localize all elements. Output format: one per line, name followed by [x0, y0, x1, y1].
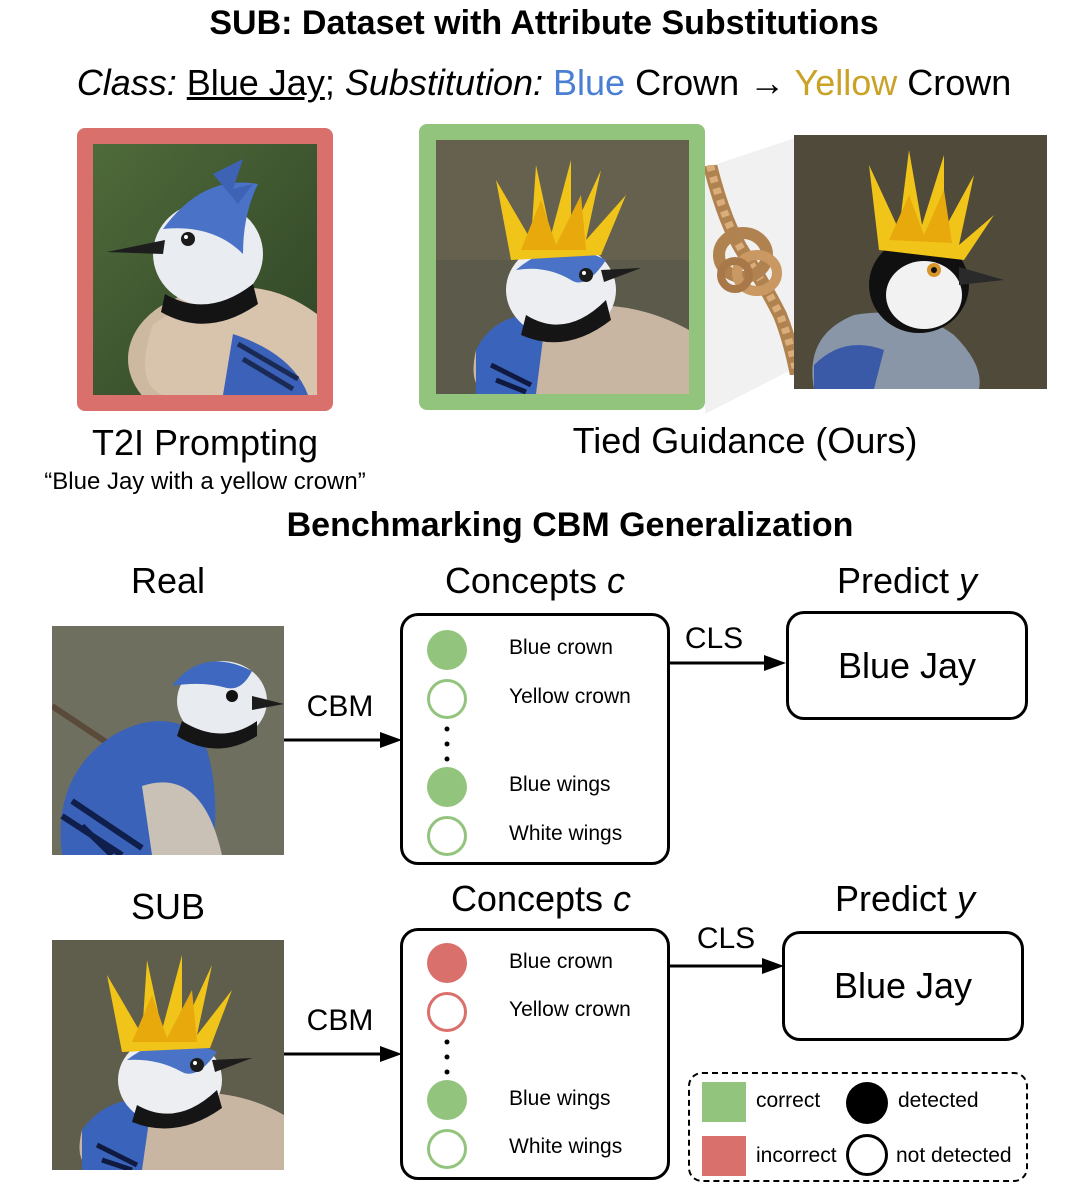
tied-bird-image [436, 140, 689, 394]
row1-concept-3-marker [427, 816, 467, 856]
row1-real-bird-image [52, 626, 284, 855]
row2-sub-bird-image [52, 940, 284, 1170]
row2-predict-header: Predict y [784, 878, 1026, 920]
rope-knot-icon [703, 163, 804, 377]
row1-ellipsis [443, 724, 451, 769]
row1-predict-word: Predict [836, 560, 950, 601]
t2i-caption: T2I Prompting [91, 422, 319, 463]
substitution-arrow: → [749, 62, 786, 103]
t2i-bird-image [93, 144, 317, 395]
row2-concept-1-label: Yellow crown [509, 998, 631, 1021]
to-part: Crown [907, 62, 1012, 103]
row1-input-label: Real [130, 560, 206, 601]
t2i-prompt: “Blue Jay with a yellow crown” [44, 468, 366, 495]
row1-concept-3-label: White wings [509, 822, 623, 845]
row1-concepts-word: Concepts [444, 560, 598, 601]
substitution-line: Class: Blue Jay; Substitution: Blue Crow… [0, 62, 1088, 104]
legend-box: correct incorrect detected not detected [688, 1072, 1028, 1182]
bench-title: Benchmarking CBM Generalization [286, 506, 854, 544]
row1-concept-0-label: Blue crown [509, 636, 613, 659]
row1-concepts-box: Blue crown Yellow crown Blue wings White… [400, 613, 670, 865]
row2-concepts-word: Concepts [450, 878, 604, 919]
legend-correct-label: correct [756, 1089, 821, 1112]
row2-cls-arrow [670, 956, 784, 981]
row2-cls-label: CLS [696, 922, 756, 955]
row1-concepts-var: c [607, 560, 626, 601]
from-color-word: Blue [553, 62, 626, 103]
legend-correct-swatch [702, 1082, 746, 1122]
from-part: Crown [635, 62, 740, 103]
row2-concept-0-marker [427, 943, 467, 983]
row2-concept-2-marker [427, 1080, 467, 1120]
tied-caption: Tied Guidance (Ours) [572, 420, 918, 461]
row1-cls-label: CLS [684, 622, 744, 655]
row2-cbm-label: CBM [306, 1004, 374, 1037]
row1-cbm-label: CBM [306, 690, 374, 723]
row1-concept-2-marker [427, 767, 467, 807]
class-label: Class: [76, 62, 177, 103]
row1-cls-arrow [670, 653, 786, 678]
page-title: SUB: Dataset with Attribute Substitution… [209, 4, 879, 42]
row2-concept-3-marker [427, 1129, 467, 1169]
row2-concepts-box: Blue crown Yellow crown Blue wings White… [400, 928, 670, 1180]
row2-predict-word: Predict [834, 878, 948, 919]
legend-incorrect-swatch [702, 1136, 746, 1176]
row2-concept-3-label: White wings [509, 1135, 623, 1158]
row2-ellipsis [443, 1037, 451, 1082]
row1-concept-1-label: Yellow crown [509, 685, 631, 708]
row2-cbm-arrow [284, 1044, 402, 1069]
row2-concept-1-marker [427, 992, 467, 1032]
legend-not-detected-label: not detected [896, 1144, 1012, 1167]
row2-concepts-var: c [613, 878, 632, 919]
row1-concept-0-marker [427, 630, 467, 670]
row1-prediction-box: Blue Jay [786, 611, 1028, 720]
row2-concept-0-label: Blue crown [509, 950, 613, 973]
legend-detected-label: detected [898, 1089, 979, 1112]
row2-predict-var: y [957, 878, 976, 919]
row2-prediction-box: Blue Jay [782, 931, 1024, 1041]
row1-predict-var: y [959, 560, 978, 601]
separator: ; [324, 62, 335, 103]
row1-concepts-header: Concepts c [400, 560, 670, 602]
substitution-label: Substitution: [344, 62, 543, 103]
class-value: Blue Jay [186, 62, 325, 103]
row2-concepts-header: Concepts c [406, 878, 676, 920]
row1-cbm-arrow [284, 730, 402, 755]
row1-concept-2-label: Blue wings [509, 773, 611, 796]
row2-input-label: SUB [130, 886, 206, 927]
legend-incorrect-label: incorrect [756, 1144, 837, 1167]
tied-pair-bird-image [794, 135, 1047, 389]
row2-prediction: Blue Jay [833, 965, 973, 1006]
row2-concept-2-label: Blue wings [509, 1087, 611, 1110]
row1-concept-1-marker [427, 679, 467, 719]
to-color-word: Yellow [794, 62, 898, 103]
row1-prediction: Blue Jay [837, 644, 977, 686]
row1-predict-header: Predict y [786, 560, 1028, 602]
legend-not-detected-marker [846, 1134, 888, 1176]
legend-detected-marker [846, 1082, 888, 1124]
